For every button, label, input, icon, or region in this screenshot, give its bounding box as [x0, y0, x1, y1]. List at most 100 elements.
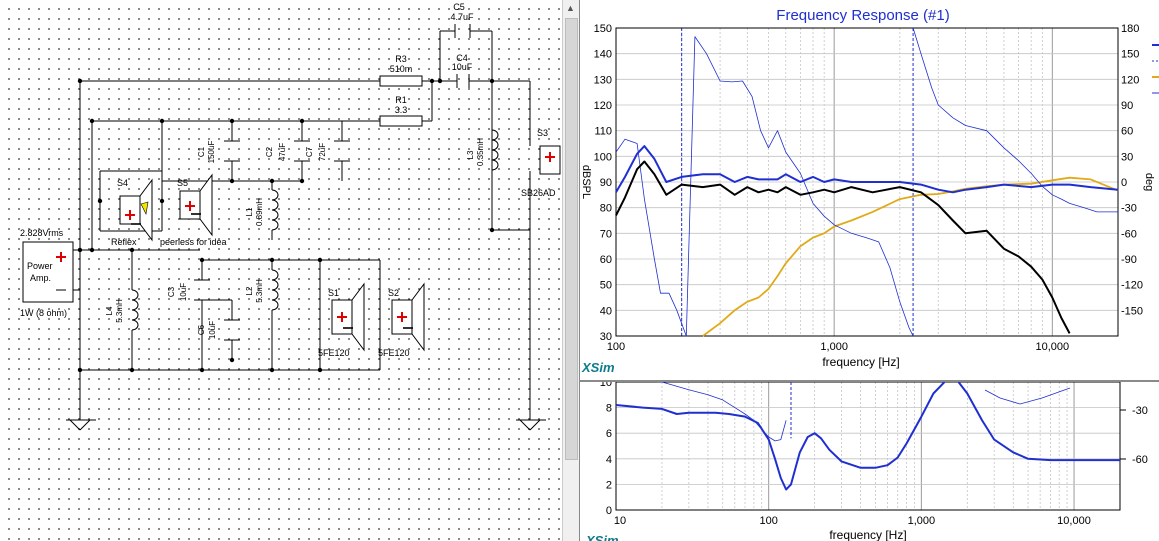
- s3-name[interactable]: S3: [537, 128, 548, 138]
- amp-label-1[interactable]: Power: [27, 261, 53, 271]
- left-tick-label: 110: [594, 126, 612, 138]
- s4-label[interactable]: Reflex: [111, 237, 137, 247]
- bottom-brand: XSim: [585, 533, 619, 541]
- left-tick-label: 8: [606, 403, 612, 415]
- left-tick-label: 90: [600, 177, 612, 189]
- left-tick-label: 2: [606, 479, 612, 491]
- x-tick-label: 10,000: [1035, 341, 1069, 353]
- graphs-pane: 10 8 6 4 2 0 -30 -60 10 100 1,000 10,000 frequenc…: [579, 0, 1159, 541]
- frequency-response-window[interactable]: Frequency Response (#1) 150 140 130 120 110 1…: [580, 0, 1159, 382]
- impedance-thin-tail: [984, 387, 1071, 405]
- l1-name[interactable]: L1: [245, 207, 254, 216]
- l1-value[interactable]: 0.89mH: [255, 198, 264, 226]
- right-tick-label: -30: [1132, 405, 1148, 417]
- c1-name[interactable]: C1: [197, 146, 206, 157]
- right-tick-label: -60: [1121, 228, 1137, 240]
- bottom-series: [615, 377, 1120, 491]
- right-tick-label: -30: [1121, 203, 1137, 215]
- right-tick-label: 0: [1121, 177, 1127, 189]
- left-tick-label: 130: [594, 74, 612, 86]
- spl-total-curve: [615, 160, 1071, 334]
- left-tick-label: 30: [600, 331, 612, 343]
- x-tick-label: 100: [760, 515, 778, 527]
- r1-value[interactable]: 3.3: [395, 105, 408, 115]
- right-tick-label: 90: [1121, 100, 1133, 112]
- right-tick-label: 30: [1121, 151, 1133, 163]
- scrollbar-thumb[interactable]: [565, 18, 578, 460]
- s2-name[interactable]: S2: [388, 288, 399, 298]
- x-tick-label: 10,000: [1057, 515, 1091, 527]
- bottom-x-ticks: 10 100 1,000 10,000: [614, 515, 1091, 527]
- r3-name[interactable]: R3: [395, 54, 407, 64]
- c4-name[interactable]: C4: [456, 53, 468, 63]
- c1-value[interactable]: 150uF: [207, 141, 216, 164]
- impedance-curve: [615, 377, 1120, 491]
- phase-curve: [702, 176, 1119, 337]
- left-tick-label: 40: [600, 305, 612, 317]
- right-tick-label: 180: [1121, 23, 1139, 35]
- c6-value[interactable]: 10uF: [208, 321, 217, 339]
- left-tick-label: 70: [600, 228, 612, 240]
- schematic-drawing: C5 4.7uF C4 10uF R3 510m R1 3.3 2.828Vrm…: [20, 2, 561, 431]
- c5-name[interactable]: C5: [453, 2, 465, 12]
- x-tick-label: 1,000: [908, 515, 936, 527]
- ylabel-left: dBSPL: [580, 165, 592, 199]
- phase-thin-curve-1: [615, 36, 914, 337]
- right-tick-label: -120: [1121, 280, 1143, 292]
- right-tick-label: 120: [1121, 74, 1139, 86]
- left-tick-label: 0: [606, 505, 612, 517]
- right-tick-label: -60: [1132, 454, 1148, 466]
- c2-name[interactable]: C2: [265, 146, 274, 157]
- right-tick-label: 60: [1121, 126, 1133, 138]
- spl-woofer-curve: [615, 145, 1119, 194]
- warning-icon: [140, 201, 149, 215]
- s1-name[interactable]: S1: [328, 288, 339, 298]
- c7-name[interactable]: C7: [305, 146, 314, 157]
- amp-label-2[interactable]: Amp.: [30, 273, 51, 283]
- s5-label[interactable]: peerless for idea: [160, 237, 227, 247]
- l4-name[interactable]: L4: [105, 306, 114, 315]
- chart-title: Frequency Response (#1): [776, 7, 949, 24]
- c3-name[interactable]: C3: [167, 286, 176, 297]
- impedance-thin-curve: [615, 379, 787, 442]
- x-tick-label: 100: [607, 341, 625, 353]
- left-tick-label: 120: [594, 100, 612, 112]
- c2-value[interactable]: 47uF: [278, 143, 287, 161]
- x-tick-label: 10: [614, 515, 626, 527]
- s5-name[interactable]: S5: [177, 178, 188, 188]
- r3-value[interactable]: 510m: [390, 64, 413, 74]
- r1-name[interactable]: R1: [395, 95, 407, 105]
- left-tick-label: 6: [606, 428, 612, 440]
- phase-thin-curve-2: [912, 27, 1118, 213]
- c4-value[interactable]: 10uF: [452, 62, 473, 72]
- s4-name[interactable]: S4: [117, 178, 128, 188]
- amp-note: 1W (8 ohm): [20, 308, 67, 318]
- bottom-grid: [616, 382, 1120, 510]
- top-xlabel: frequency [Hz]: [822, 355, 899, 369]
- source-voltage[interactable]: 2.828Vrms: [20, 228, 64, 238]
- scroll-up-icon[interactable]: ▲: [566, 3, 575, 13]
- c7-value[interactable]: 72uF: [318, 143, 327, 161]
- left-tick-label: 150: [594, 23, 612, 35]
- schematic-canvas[interactable]: C5 4.7uF C4 10uF R3 510m R1 3.3 2.828Vrm…: [0, 0, 562, 541]
- c3-value[interactable]: 10uF: [179, 283, 188, 301]
- s3-label[interactable]: SB26AD: [521, 188, 556, 198]
- l3-value[interactable]: 0.35mH: [476, 138, 485, 166]
- left-tick-label: 100: [594, 151, 612, 163]
- c6-name[interactable]: C6: [197, 324, 206, 335]
- s2-label[interactable]: 5FE120: [378, 348, 410, 358]
- l2-value[interactable]: 5.3mH: [255, 279, 264, 303]
- l2-name[interactable]: L2: [245, 286, 254, 295]
- left-tick-label: 140: [594, 49, 612, 61]
- bottom-xlabel: frequency [Hz]: [829, 528, 906, 541]
- l4-value[interactable]: 5.3mH: [115, 299, 124, 323]
- c5-value[interactable]: 4.7uF: [450, 12, 474, 22]
- s1-label[interactable]: 5FE120: [318, 348, 350, 358]
- l3-name[interactable]: L3: [466, 150, 475, 159]
- left-tick-label: 4: [606, 454, 612, 466]
- impedance-graph[interactable]: 10 8 6 4 2 0 -30 -60 10 100 1,000 10,000 frequenc…: [585, 377, 1148, 541]
- schematic-scrollbar[interactable]: ▲: [562, 0, 580, 541]
